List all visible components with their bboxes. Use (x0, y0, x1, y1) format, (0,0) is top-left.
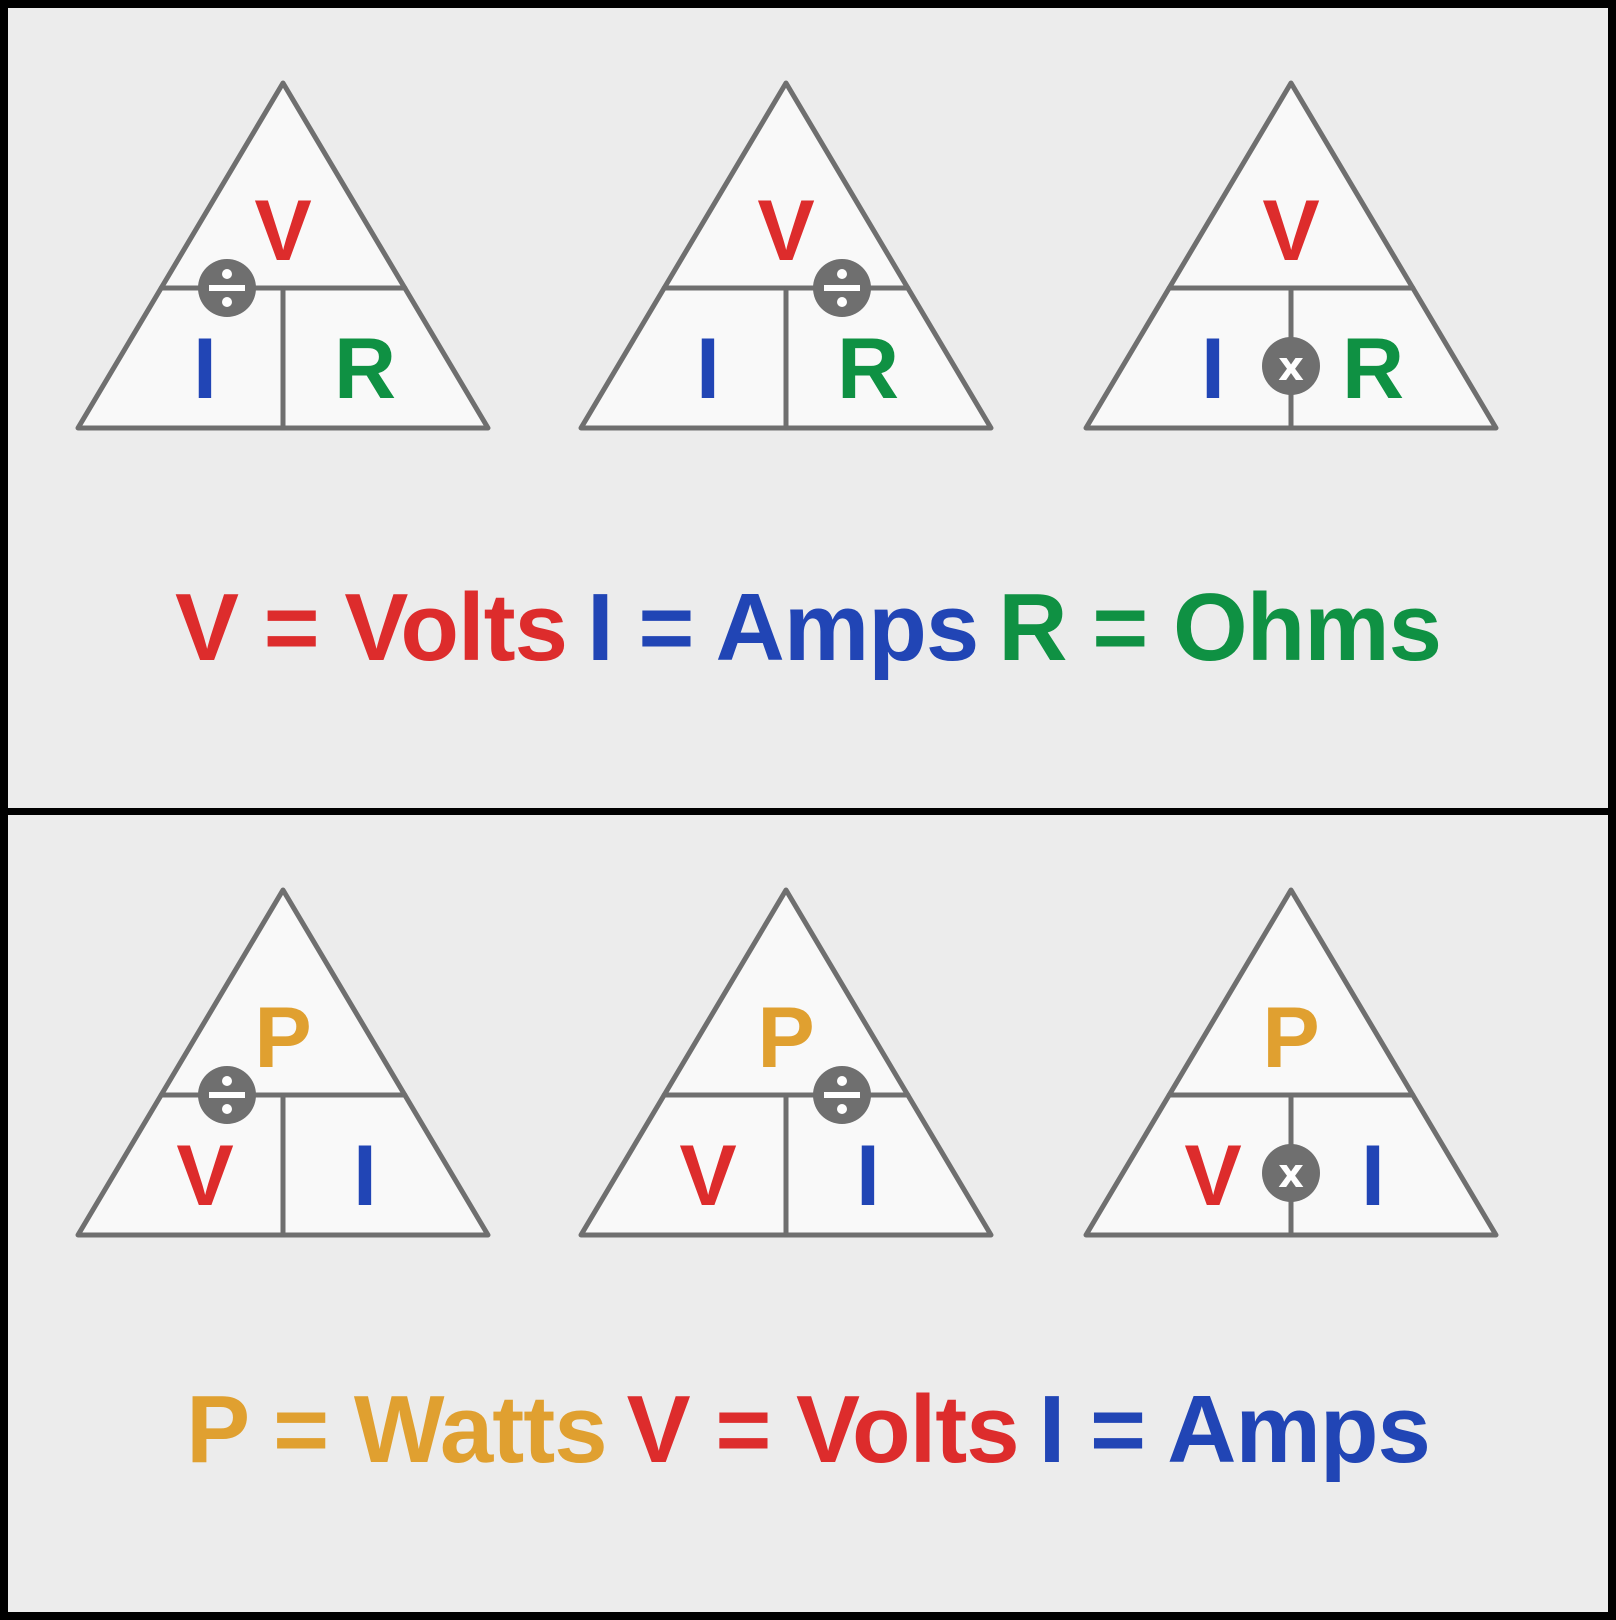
triangle-left-letter: I (696, 321, 720, 417)
triangle-left-letter: I (193, 321, 217, 417)
divide-icon (813, 259, 871, 317)
ohms-law-triangle-1: VI R (75, 80, 491, 431)
divide-icon (198, 259, 256, 317)
triangle-top-letter: P (254, 990, 311, 1086)
triangle-right-letter: R (1342, 321, 1404, 417)
triangle-right-letter: R (837, 321, 899, 417)
triangle-right-letter: I (1361, 1128, 1385, 1224)
triangle-right-letter: R (334, 321, 396, 417)
triangle-left-letter: V (1184, 1128, 1241, 1224)
divide-icon (813, 1066, 871, 1124)
triangle-right-letter: I (353, 1128, 377, 1224)
triangle-top-letter: V (254, 183, 311, 279)
ohms-law-triangle-2: VI R (578, 80, 994, 431)
svg-text:x: x (1278, 344, 1304, 390)
legend-amps: I = Amps (1038, 1376, 1431, 1483)
triangle-right-letter: I (856, 1128, 880, 1224)
svg-text:x: x (1278, 1151, 1304, 1197)
triangle-left-letter: I (1201, 321, 1225, 417)
legend-volts: V = Volts (174, 574, 568, 681)
triangle-top-letter: P (757, 990, 814, 1086)
triangle-top-letter: V (757, 183, 814, 279)
triangle-top-letter: P (1262, 990, 1319, 1086)
ohms-law-triangle-3: VI Rx (1083, 80, 1499, 431)
multiply-icon: x (1262, 337, 1320, 395)
triangle-left-letter: V (176, 1128, 233, 1224)
legend-amps: I = Amps (586, 574, 979, 681)
triangle-left-letter: V (679, 1128, 736, 1224)
multiply-icon: x (1262, 1144, 1320, 1202)
triangle-top-letter: V (1262, 183, 1319, 279)
power-law-triangle-3: PV Ix (1083, 887, 1499, 1238)
legend-watts: P = Watts (186, 1376, 607, 1483)
legend-volts: V = Volts (626, 1376, 1020, 1483)
power-law-triangle-2: PV I (578, 887, 994, 1238)
divide-icon (198, 1066, 256, 1124)
power-law-triangle-1: PV I (75, 887, 491, 1238)
legend-ohms: R = Ohms (998, 574, 1442, 681)
